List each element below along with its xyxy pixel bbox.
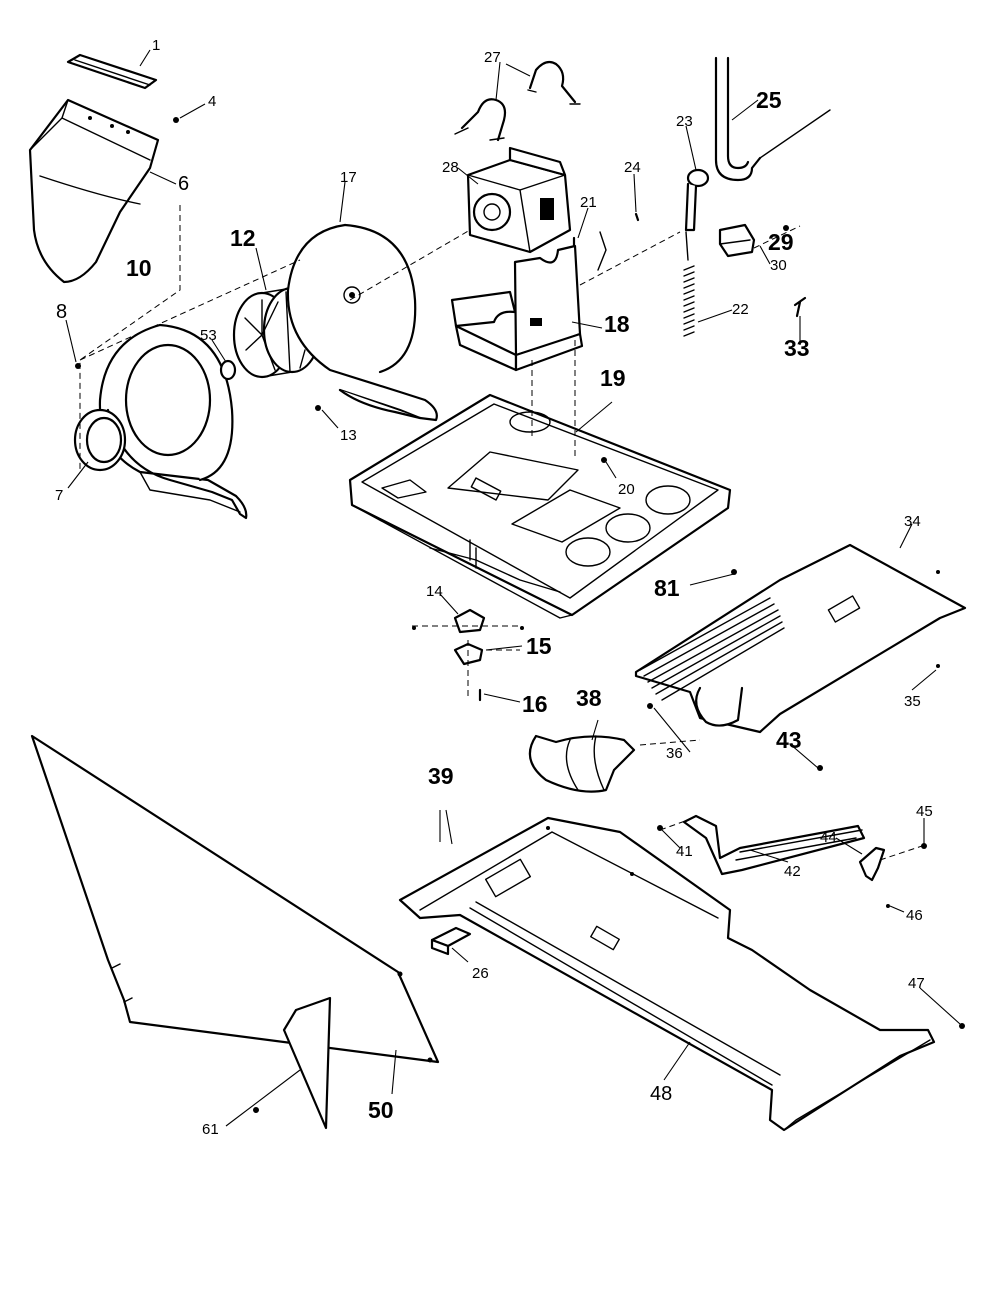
callout-25: 25 <box>756 87 782 113</box>
callout-50: 50 <box>368 1097 394 1123</box>
callout-42: 42 <box>784 863 801 880</box>
callout-17: 17 <box>340 169 357 186</box>
callout-12: 12 <box>230 225 256 251</box>
callout-4: 4 <box>208 93 216 110</box>
callout-27: 27 <box>484 49 501 66</box>
callout-33: 33 <box>784 335 810 361</box>
callout-48: 48 <box>650 1083 672 1105</box>
bracket-top-part <box>66 53 158 90</box>
clip-part <box>793 296 807 318</box>
callout-39: 39 <box>428 763 454 789</box>
base-rail-part <box>398 816 936 1132</box>
rear-panel-part <box>30 734 440 1064</box>
callout-24: 24 <box>624 159 641 176</box>
callout-1: 1 <box>152 37 160 54</box>
callout-53: 53 <box>200 327 217 344</box>
seal-ring-part <box>73 408 127 472</box>
bracket-part <box>858 846 886 882</box>
callout-29: 29 <box>768 229 794 255</box>
cover-plate-part <box>634 543 967 734</box>
callout-7: 7 <box>55 487 63 504</box>
blower-housing-part <box>98 323 248 520</box>
callout-20: 20 <box>618 481 635 498</box>
motor-hardware-part <box>572 212 640 271</box>
callout-45: 45 <box>916 803 933 820</box>
callout-61: 61 <box>202 1121 219 1138</box>
blower-duct-part <box>28 98 160 284</box>
callout-6: 6 <box>178 173 189 195</box>
callout-30: 30 <box>770 257 787 274</box>
motor-part <box>466 146 572 254</box>
idler-part <box>683 168 710 337</box>
callout-46: 46 <box>906 907 923 924</box>
callout-36: 36 <box>666 745 683 762</box>
callout-35: 35 <box>904 693 921 710</box>
rail-bracket-part <box>682 814 866 876</box>
callout-13: 13 <box>340 427 357 444</box>
callout-10: 10 <box>126 255 152 281</box>
exhaust-elbow-part <box>528 734 636 793</box>
callout-41: 41 <box>676 843 693 860</box>
clip-26-part <box>430 926 472 956</box>
callout-18: 18 <box>604 311 630 337</box>
callout-38: 38 <box>576 685 602 711</box>
callout-8: 8 <box>56 301 67 323</box>
callout-26: 26 <box>472 965 489 982</box>
callout-16: 16 <box>522 691 548 717</box>
callout-14: 14 <box>426 583 443 600</box>
access-cover-part <box>282 996 332 1130</box>
callout-43: 43 <box>776 727 802 753</box>
switch-part <box>718 223 756 258</box>
callout-19: 19 <box>600 365 626 391</box>
callout-15: 15 <box>526 633 552 659</box>
drive-belt-part <box>714 56 831 182</box>
callout-22: 22 <box>732 301 749 318</box>
parts-layer <box>28 53 967 1132</box>
callout-34: 34 <box>904 513 921 530</box>
callout-81: 81 <box>654 575 680 601</box>
blower-wheel-part <box>232 286 322 379</box>
motor-mount-part <box>450 244 584 372</box>
callout-21: 21 <box>580 194 597 211</box>
base-pan-part <box>348 393 732 619</box>
callout-28: 28 <box>442 159 459 176</box>
blower-housing-rear-part <box>286 223 438 422</box>
callout-44: 44 <box>820 829 837 846</box>
nut-part <box>219 359 237 381</box>
callout-47: 47 <box>908 975 925 992</box>
leveling-leg-part <box>453 608 486 702</box>
callout-23: 23 <box>676 113 693 130</box>
leader-lines <box>65 49 965 1127</box>
motor-clips-part <box>454 60 581 142</box>
